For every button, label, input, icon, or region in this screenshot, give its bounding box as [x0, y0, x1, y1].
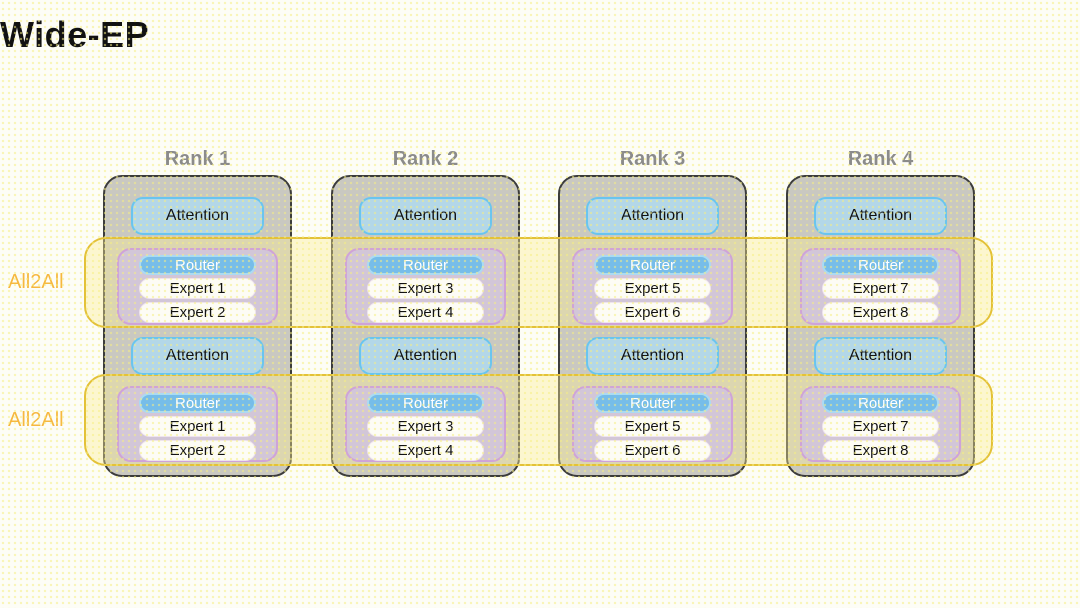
expert-block: Expert 1 — [139, 278, 256, 299]
expert-block: Expert 3 — [367, 278, 484, 299]
rank-1-label: Rank 1 — [164, 148, 231, 170]
expert-block: Expert 8 — [822, 440, 939, 461]
moe-group: Router Expert 7 Expert 8 — [800, 248, 961, 325]
rank-2-column: Rank 2 Attention Router Expert 3 Expert … — [331, 148, 520, 480]
expert-block: Expert 3 — [367, 416, 484, 437]
all2all-label-top: All2All — [8, 271, 64, 293]
expert-block: Expert 5 — [594, 278, 711, 299]
attention-block: Attention — [586, 197, 719, 235]
attention-block: Attention — [814, 337, 947, 375]
moe-group: Router Expert 7 Expert 8 — [800, 386, 961, 462]
expert-block: Expert 2 — [139, 302, 256, 323]
moe-group: Router Expert 3 Expert 4 — [345, 248, 506, 325]
expert-block: Expert 7 — [822, 278, 939, 299]
rank-4-column: Rank 4 Attention Router Expert 7 Expert … — [786, 148, 975, 480]
expert-block: Expert 4 — [367, 302, 484, 323]
rank-3-label: Rank 3 — [619, 148, 686, 170]
rank-1-column: Rank 1 Attention Router Expert 1 Expert … — [103, 148, 292, 480]
expert-block: Expert 2 — [139, 440, 256, 461]
expert-block: Expert 1 — [139, 416, 256, 437]
all2all-label-bottom: All2All — [8, 409, 64, 431]
router-block: Router — [367, 255, 484, 275]
rank-3-column: Rank 3 Attention Router Expert 5 Expert … — [558, 148, 747, 480]
expert-block: Expert 6 — [594, 440, 711, 461]
router-block: Router — [594, 255, 711, 275]
router-block: Router — [594, 393, 711, 413]
attention-block: Attention — [131, 197, 264, 235]
attention-block: Attention — [359, 337, 492, 375]
expert-block: Expert 6 — [594, 302, 711, 323]
moe-group: Router Expert 1 Expert 2 — [117, 248, 278, 325]
router-block: Router — [367, 393, 484, 413]
attention-block: Attention — [814, 197, 947, 235]
attention-block: Attention — [131, 337, 264, 375]
attention-block: Attention — [359, 197, 492, 235]
moe-group: Router Expert 5 Expert 6 — [572, 248, 733, 325]
expert-block: Expert 4 — [367, 440, 484, 461]
expert-block: Expert 5 — [594, 416, 711, 437]
router-block: Router — [139, 255, 256, 275]
router-block: Router — [822, 255, 939, 275]
router-block: Router — [139, 393, 256, 413]
rank-4-label: Rank 4 — [847, 148, 914, 170]
moe-group: Router Expert 5 Expert 6 — [572, 386, 733, 462]
diagram-title: Wide-EP — [0, 14, 150, 55]
router-block: Router — [822, 393, 939, 413]
attention-block: Attention — [586, 337, 719, 375]
moe-group: Router Expert 3 Expert 4 — [345, 386, 506, 462]
expert-block: Expert 8 — [822, 302, 939, 323]
expert-block: Expert 7 — [822, 416, 939, 437]
moe-group: Router Expert 1 Expert 2 — [117, 386, 278, 462]
rank-2-label: Rank 2 — [392, 148, 459, 170]
